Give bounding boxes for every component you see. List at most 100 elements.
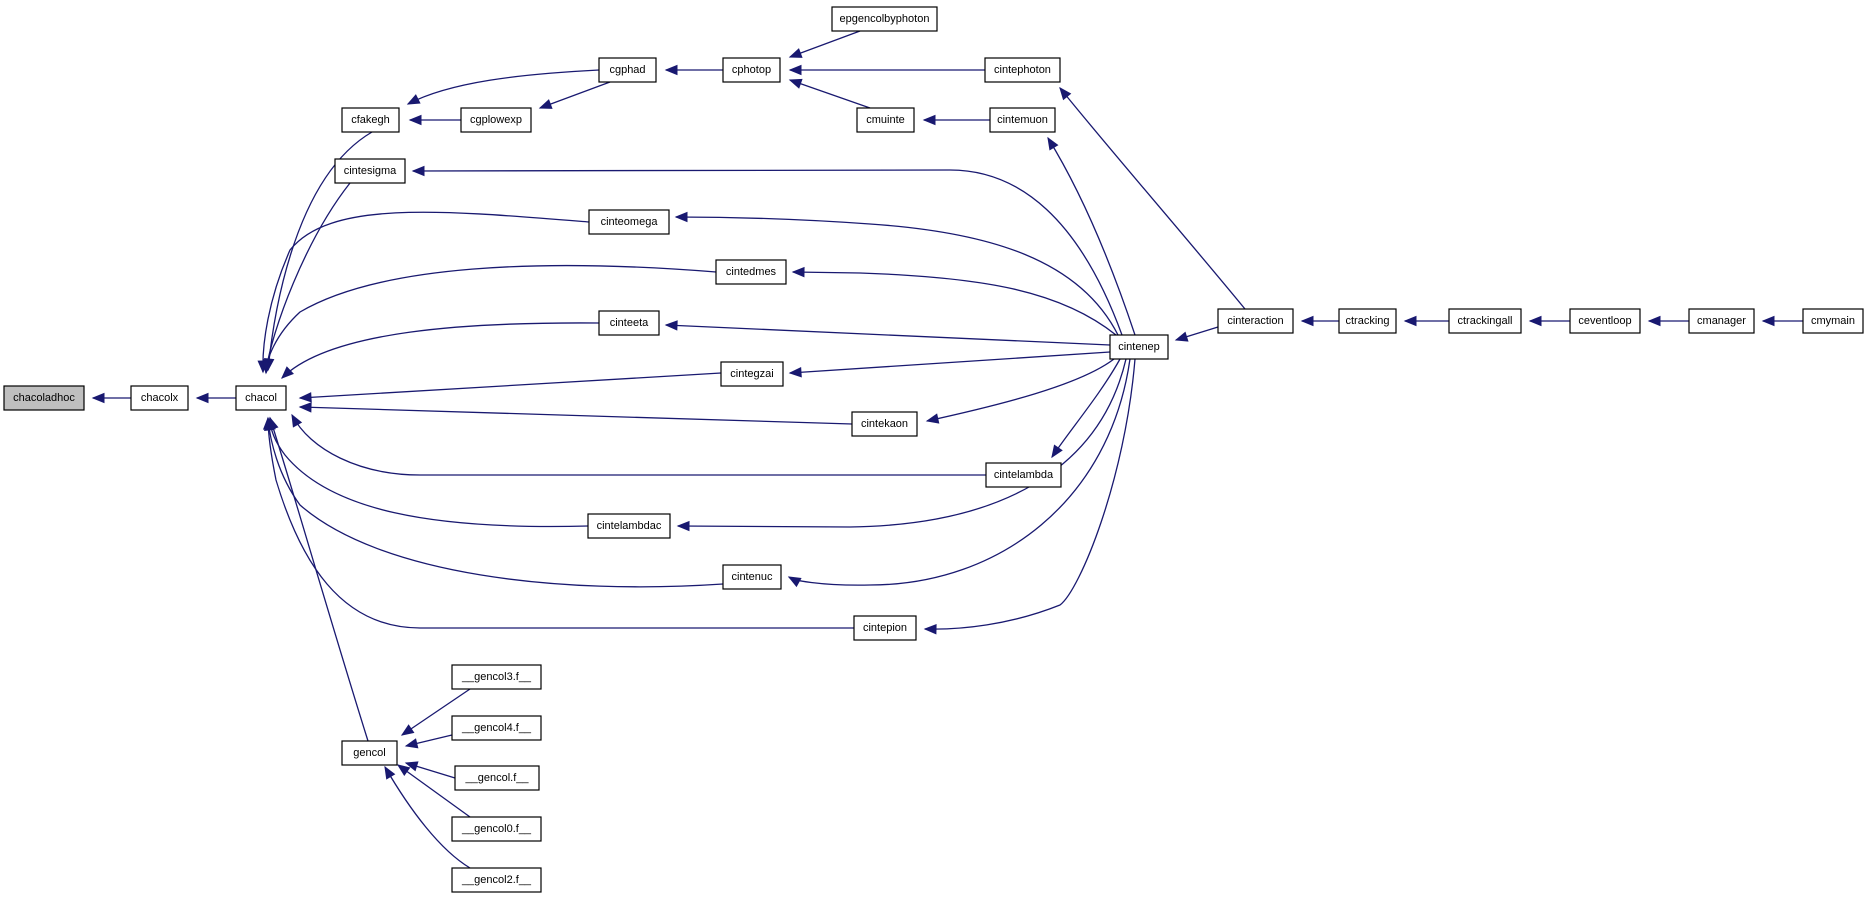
edge-cgphad-to-cgplowexp — [538, 81, 611, 109]
node-chacolx[interactable]: chacolx — [130, 385, 189, 411]
node-cmymain[interactable]: cmymain — [1802, 308, 1864, 334]
node-box — [460, 107, 532, 133]
node-box — [715, 259, 787, 285]
node-label: gencol — [353, 747, 385, 759]
edge-cinteraction-to-cintephoton — [1059, 86, 1246, 310]
node-gencol2[interactable]: __gencol2.f__ — [451, 867, 542, 893]
arrowhead — [538, 99, 553, 109]
node-label: cintelambdac — [597, 520, 662, 532]
node-chacoladhoc[interactable]: chacoladhoc — [3, 385, 85, 411]
node-cintenuc[interactable]: cintenuc — [722, 564, 782, 590]
node-label: cfakegh — [351, 114, 390, 126]
arrowhead — [922, 114, 936, 126]
edge-cintenep-to-cintedmes — [791, 266, 1117, 336]
node-chacol[interactable]: chacol — [235, 385, 287, 411]
node-ceventloop[interactable]: ceventloop — [1569, 308, 1641, 334]
arrowhead — [400, 724, 415, 736]
edge-chacol-to-chacolx — [195, 392, 236, 404]
arrowhead — [1300, 315, 1314, 327]
edge-line — [299, 406, 853, 425]
node-cintegzai[interactable]: cintegzai — [720, 361, 784, 387]
arrowhead — [925, 413, 940, 424]
node-box — [3, 385, 85, 411]
node-cphotop[interactable]: cphotop — [722, 57, 781, 83]
node-gencol4[interactable]: __gencol4.f__ — [451, 715, 542, 741]
node-box — [130, 385, 189, 411]
edge-cmuinte-to-cphotop — [788, 78, 871, 109]
edge-cintelambdac-to-chacol — [265, 416, 589, 528]
edge-line — [677, 358, 1127, 528]
arrowhead — [298, 392, 312, 403]
arrowhead — [396, 764, 411, 776]
node-gencol[interactable]: gencol — [341, 740, 398, 766]
node-box — [588, 209, 670, 235]
node-label: cmymain — [1811, 315, 1855, 327]
node-cintephoton[interactable]: cintephoton — [984, 57, 1061, 83]
node-cmuinte[interactable]: cmuinte — [856, 107, 915, 133]
arrowhead — [411, 165, 425, 177]
arrowhead — [1403, 315, 1417, 327]
node-cgplowexp[interactable]: cgplowexp — [460, 107, 532, 133]
node-gencol3[interactable]: __gencol3.f__ — [451, 664, 542, 690]
edge-line — [789, 30, 861, 58]
arrowhead — [664, 320, 678, 331]
edge-gencolf-to-gencol — [404, 761, 456, 779]
edge-line — [789, 351, 1111, 374]
edge-cintedmes-to-chacol — [261, 264, 717, 375]
node-label: epgencolbyphoton — [840, 13, 930, 25]
node-label: __gencol2.f__ — [461, 874, 532, 886]
node-cinteraction[interactable]: cinteraction — [1217, 308, 1294, 334]
node-label: cgphad — [609, 64, 645, 76]
arrowhead — [91, 392, 105, 404]
edge-line — [269, 417, 369, 742]
edge-chacolx-to-chacoladhoc — [91, 392, 131, 404]
node-label: ceventloop — [1578, 315, 1631, 327]
arrowhead — [406, 94, 421, 105]
node-box — [598, 57, 657, 83]
edge-line — [401, 688, 471, 736]
node-cintedmes[interactable]: cintedmes — [715, 259, 787, 285]
node-box — [851, 411, 918, 437]
node-box — [451, 715, 542, 741]
node-cintekaon[interactable]: cintekaon — [851, 411, 918, 437]
node-label: cinteraction — [1227, 315, 1283, 327]
node-label: ctracking — [1345, 315, 1389, 327]
node-cintelambdac[interactable]: cintelambdac — [587, 513, 671, 539]
node-cinteomega[interactable]: cinteomega — [588, 209, 670, 235]
node-epgencolbyphoton[interactable]: epgencolbyphoton — [831, 6, 938, 32]
node-box — [1802, 308, 1864, 334]
node-box — [235, 385, 287, 411]
node-gencol0[interactable]: __gencol0.f__ — [451, 816, 542, 842]
node-ctracking[interactable]: ctracking — [1338, 308, 1397, 334]
node-label: cintesigma — [344, 165, 397, 177]
node-cfakegh[interactable]: cfakegh — [341, 107, 400, 133]
node-cintepion[interactable]: cintepion — [853, 615, 917, 641]
arrowhead — [298, 402, 312, 413]
arrowhead — [261, 361, 272, 375]
arrowhead — [1051, 444, 1063, 459]
node-box — [1448, 308, 1522, 334]
node-cintelambda[interactable]: cintelambda — [985, 462, 1062, 488]
node-box — [341, 107, 400, 133]
edge-line — [788, 358, 1131, 586]
node-cmanager[interactable]: cmanager — [1688, 308, 1755, 334]
node-cinteeta[interactable]: cinteeta — [598, 310, 660, 336]
edge-cintenuc-to-chacol — [264, 417, 724, 588]
node-cintenep[interactable]: cintenep — [1109, 334, 1169, 360]
node-gencolf[interactable]: __gencol.f__ — [454, 765, 540, 791]
edge-cintenep-to-cintepion — [923, 358, 1136, 635]
node-cintemuon[interactable]: cintemuon — [989, 107, 1056, 133]
node-box — [341, 740, 398, 766]
node-cgphad[interactable]: cgphad — [598, 57, 657, 83]
edge-line — [1047, 137, 1136, 336]
node-label: cintenuc — [732, 571, 773, 583]
node-cintesigma[interactable]: cintesigma — [334, 158, 406, 184]
edge-cintekaon-to-chacol — [298, 402, 853, 425]
arrowhead — [195, 392, 209, 404]
node-ctrackingall[interactable]: ctrackingall — [1448, 308, 1522, 334]
node-box — [831, 6, 938, 32]
node-label: cintelambda — [994, 469, 1054, 481]
edge-line — [407, 69, 600, 105]
edge-ctrackingall-to-ctracking — [1403, 315, 1449, 327]
